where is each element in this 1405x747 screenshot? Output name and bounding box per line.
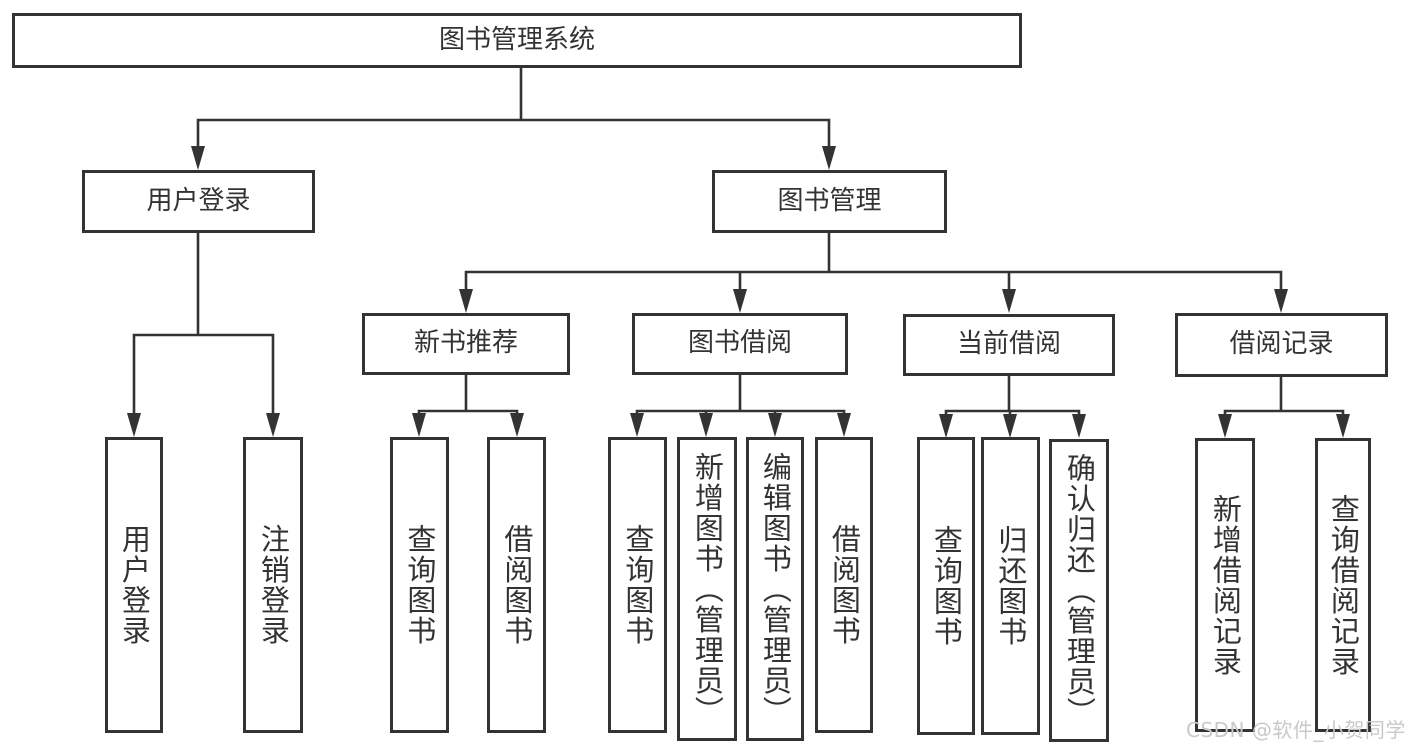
node-book-borrow: 图书借阅: [632, 313, 848, 375]
leaf-return-book: 归还图书: [981, 437, 1040, 735]
arrowheads: [127, 146, 1350, 438]
leaf-add-book-admin: 新增图书（管理员）: [677, 437, 737, 741]
node-user-login: 用户登录: [82, 170, 315, 233]
leaf-borrow-book: 借阅图书: [815, 437, 873, 733]
leaf-query-book-borrow: 查询图书: [608, 437, 667, 733]
leaf-borrow-book-recommend: 借阅图书: [487, 437, 546, 733]
node-current-borrow: 当前借阅: [903, 314, 1115, 376]
csdn-watermark: CSDN @软件_小贺同学: [1186, 718, 1405, 742]
leaf-edit-book-admin: 编辑图书（管理员）: [746, 437, 804, 741]
leaf-query-borrow-record: 查询借阅记录: [1315, 438, 1371, 732]
leaf-confirm-return-admin: 确认归还（管理员）: [1049, 439, 1109, 742]
leaf-add-borrow-record: 新增借阅记录: [1195, 438, 1255, 732]
node-new-book-recommend: 新书推荐: [362, 313, 570, 375]
root-node: 图书管理系统: [12, 13, 1022, 68]
node-borrow-record: 借阅记录: [1175, 313, 1388, 377]
node-book-management: 图书管理: [712, 170, 947, 233]
leaf-user-login: 用户登录: [105, 437, 163, 733]
leaf-query-book-current: 查询图书: [917, 437, 975, 735]
leaf-query-book-recommend: 查询图书: [390, 437, 449, 733]
leaf-logout-login: 注销登录: [243, 437, 303, 733]
